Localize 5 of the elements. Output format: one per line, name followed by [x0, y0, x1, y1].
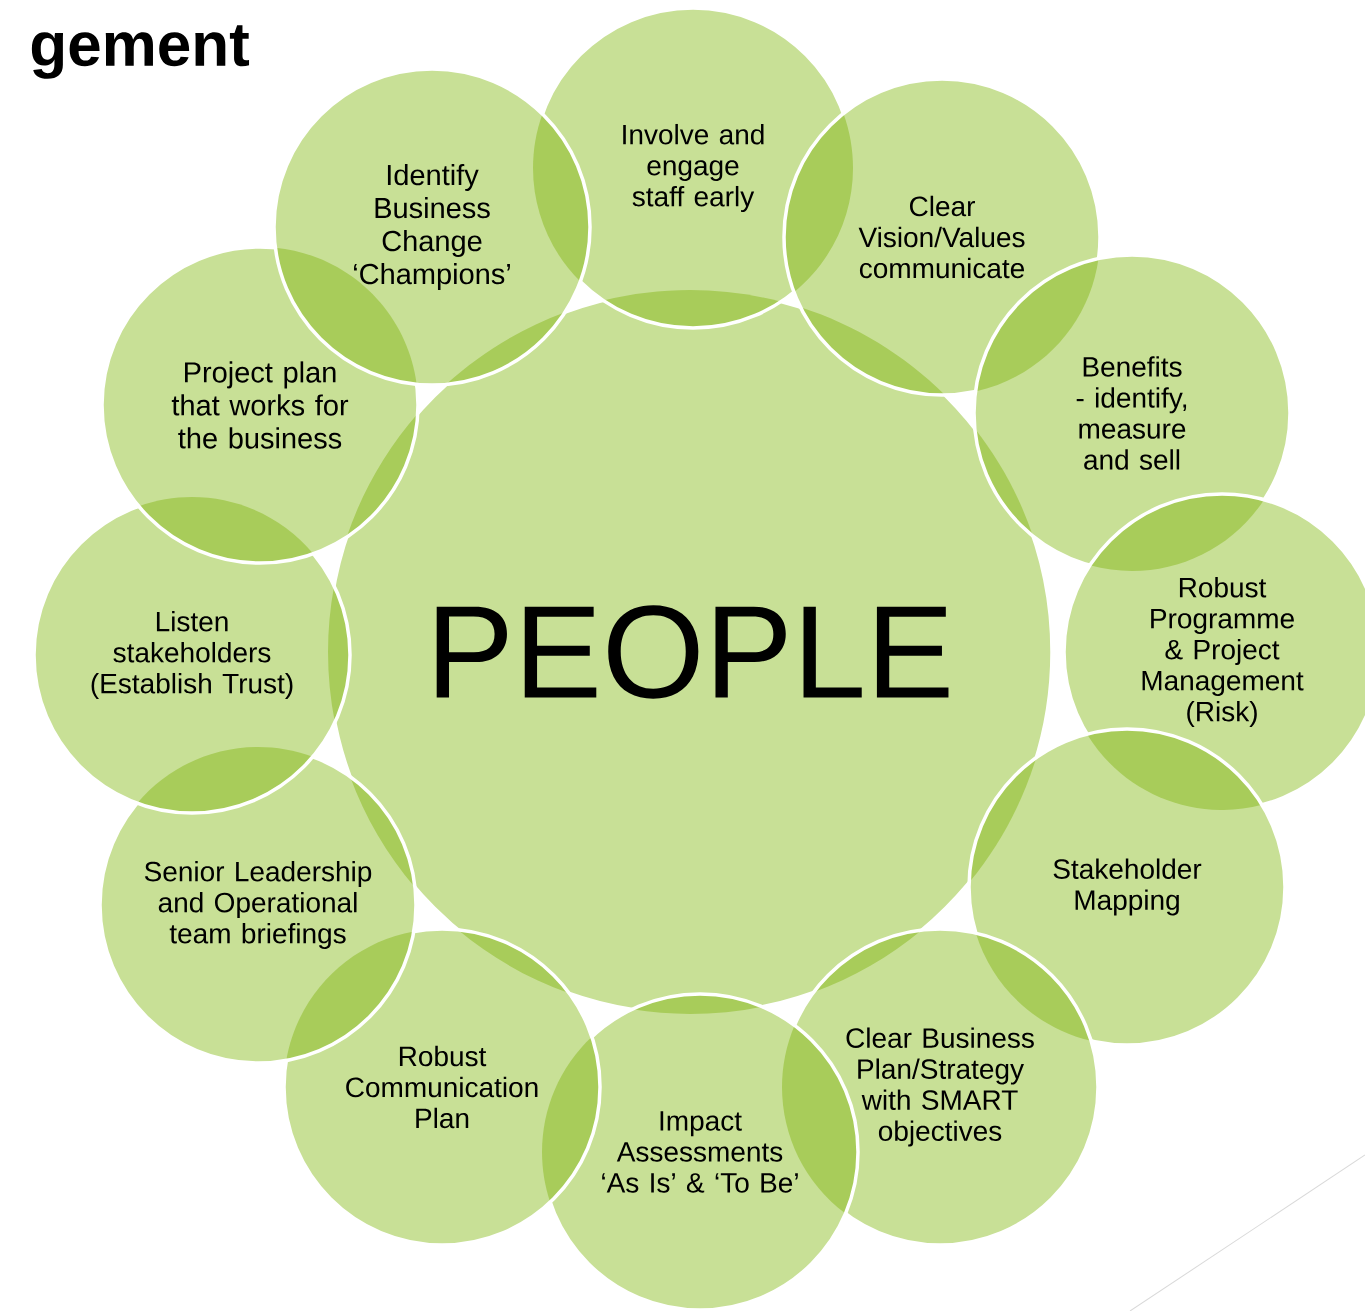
node-label: Robust Programme & Project Management (Risk): [1142, 576, 1304, 728]
node-label: Listen stakeholders (Establish Trust): [91, 610, 293, 700]
heading: gement: [31, 25, 250, 79]
node-label: Stakeholder Mapping: [1053, 858, 1202, 916]
node-label: Involve and engage staff early: [623, 123, 764, 213]
